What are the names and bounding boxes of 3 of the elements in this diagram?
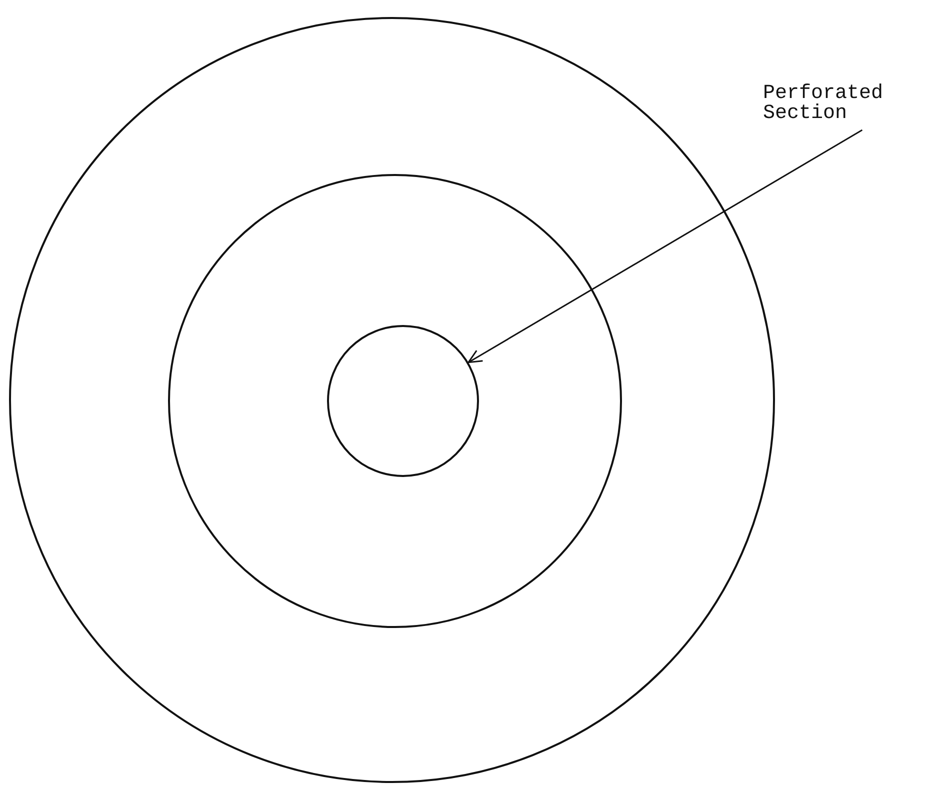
inner-circle bbox=[327, 325, 479, 477]
callout-label: Perforated Section bbox=[763, 84, 923, 124]
leader-line bbox=[468, 129, 863, 364]
